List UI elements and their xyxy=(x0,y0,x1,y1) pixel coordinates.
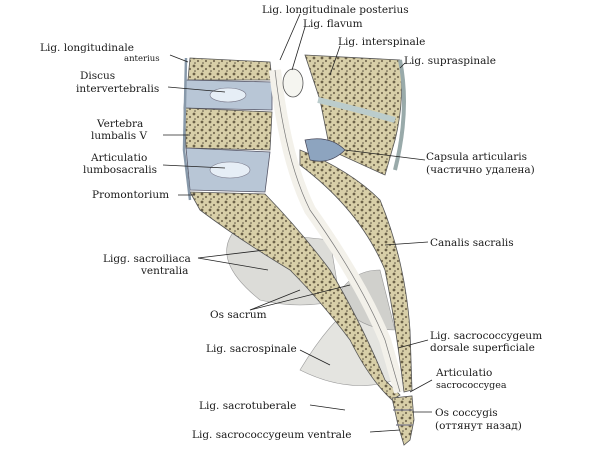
label-lig-supraspinale: Lig. supraspinale xyxy=(404,55,496,67)
labels: Lig. longitudinale posterius Lig. flavum… xyxy=(40,4,542,441)
label-os-coccygis-1: Os coccygis xyxy=(435,407,498,419)
label-discus-2: intervertebralis xyxy=(76,83,159,95)
label-lig-sacrococcygeum-dorsale-1: Lig. sacrococcygeum xyxy=(430,330,542,342)
label-os-sacrum: Os sacrum xyxy=(210,309,267,321)
label-lig-flavum: Lig. flavum xyxy=(303,18,363,30)
ligamentum-flavum xyxy=(282,68,304,98)
label-articulatio-sacrococcygea-1: Articulatio xyxy=(435,367,492,379)
label-vertebra-1: Vertebra xyxy=(96,118,143,130)
leader-lines xyxy=(162,13,433,433)
interspinous-ligament xyxy=(317,97,396,123)
supraspinous-ligament xyxy=(393,59,406,171)
label-capsula-1: Capsula articularis xyxy=(426,151,527,163)
sacrum-posterior-wall xyxy=(299,149,413,393)
label-lig-sacrococcygeum-dorsale-2: dorsale superficiale xyxy=(430,342,535,354)
label-ligg-sacroiliaca-1: Ligg. sacroiliaca xyxy=(103,253,191,265)
label-lig-sacrotuberale: Lig. sacrotuberale xyxy=(199,400,296,412)
coccyx xyxy=(391,395,415,446)
label-articulatio-lumbosacralis-1: Articulatio xyxy=(90,152,147,164)
lumbar-vertebra-v xyxy=(183,107,273,151)
label-lig-sacrospinale: Lig. sacrospinale xyxy=(206,343,297,355)
label-lig-interspinale: Lig. interspinale xyxy=(338,36,425,48)
lumbar-vertebra-upper xyxy=(187,57,273,81)
label-lig-longitudinale-anterius-2: anterius xyxy=(124,54,160,64)
label-discus-1: Discus xyxy=(80,70,115,82)
label-lig-longitudinale-posterius: Lig. longitudinale posterius xyxy=(262,4,409,16)
label-ligg-sacroiliaca-2: ventralia xyxy=(140,265,188,277)
label-lig-sacrococcygeum-ventrale: Lig. sacrococcygeum ventrale xyxy=(192,429,351,441)
label-canalis-sacralis: Canalis sacralis xyxy=(430,237,514,249)
label-promontorium: Promontorium xyxy=(92,189,169,201)
sacrum-body xyxy=(189,191,401,401)
label-capsula-2: (частично удалена) xyxy=(426,164,535,176)
label-os-coccygis-2: (оттянут назад) xyxy=(435,420,522,432)
spine-illustration xyxy=(182,54,415,446)
label-articulatio-lumbosacralis-2: lumbosacralis xyxy=(83,164,157,176)
label-articulatio-sacrococcygea-2: sacrococcygea xyxy=(436,380,507,391)
articular-capsule xyxy=(304,138,346,162)
label-lig-longitudinale-anterius-1: Lig. longitudinale xyxy=(40,42,134,54)
label-vertebra-2: lumbalis V xyxy=(91,130,148,142)
